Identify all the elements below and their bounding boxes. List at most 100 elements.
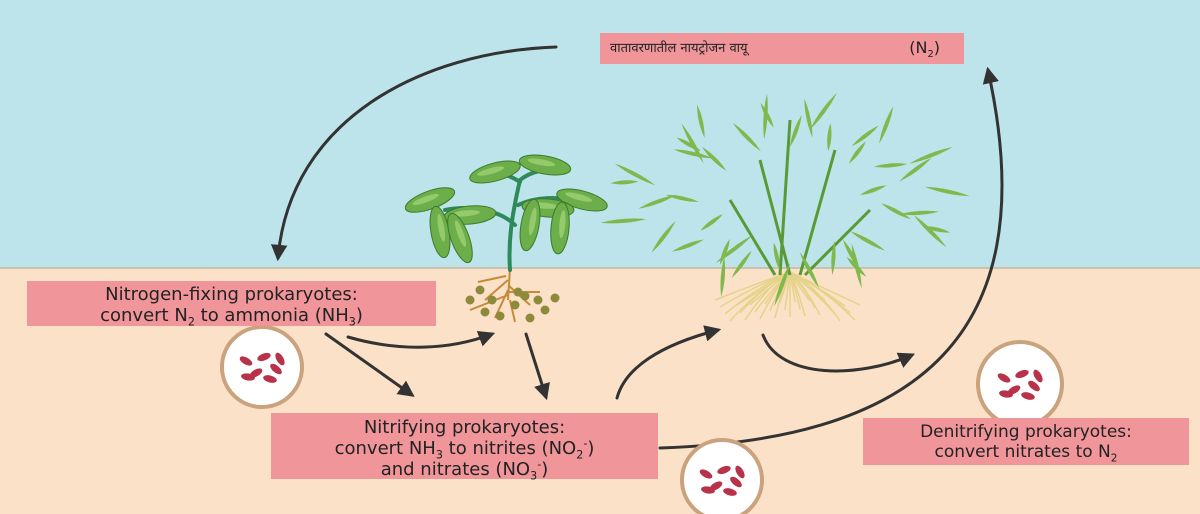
ground-line	[0, 267, 1200, 269]
grass-leaf	[790, 115, 802, 147]
bacterium	[735, 465, 745, 479]
grass-leaf-shape	[809, 92, 837, 130]
leaf-highlight	[477, 166, 505, 176]
nitrifying-line2-sub2: 2	[576, 448, 584, 462]
grass-leaf-shape	[922, 226, 951, 233]
grass-leaf-shape	[790, 115, 802, 147]
fixing-line2-mid: to ammonia (NH	[194, 305, 349, 327]
bacterium-body	[257, 352, 271, 362]
leaf-highlight	[565, 192, 593, 202]
bacterium-body	[997, 373, 1011, 383]
grass-stem	[728, 199, 777, 276]
dish-ring	[976, 340, 1064, 428]
grass-leaf-shape	[873, 163, 908, 168]
fixing-label-line1: Nitrogen-fixing prokaryotes:	[105, 284, 358, 305]
bacterium-body	[1015, 369, 1029, 379]
bacterium-body	[999, 390, 1013, 398]
nitrifying-line3-sub: 3	[530, 470, 538, 484]
dish-ring	[680, 438, 764, 514]
leaf	[556, 188, 608, 212]
grass-leaf-shape	[700, 214, 723, 231]
grass-leaf	[672, 239, 704, 252]
grass-leaf-shape	[899, 210, 940, 216]
grass-leaf-shape	[681, 123, 704, 164]
bacterium	[1033, 369, 1043, 383]
grass-leaf	[809, 92, 837, 130]
nitrifying-line2-prefix: convert NH	[334, 438, 436, 460]
grass-leaf-shape	[715, 235, 753, 264]
grass-stem	[798, 149, 837, 276]
grass-leaf	[665, 194, 699, 202]
grass-leaf	[851, 125, 879, 147]
grass-leaf-shape	[913, 214, 947, 248]
leaf	[550, 201, 570, 255]
atmosphere-label: वातावरणातील नायट्रोजन वायू (N2)	[600, 33, 964, 64]
denitrifying-line2-sub: 2	[1110, 452, 1118, 465]
grass-leaf	[850, 231, 886, 251]
grass-leaf	[638, 195, 676, 209]
nodule	[480, 307, 490, 317]
bacterium-body	[239, 356, 253, 366]
nodule	[495, 311, 505, 321]
denitrifying-label-line2: convert nitrates to N2	[863, 442, 1189, 465]
bacterium	[270, 363, 282, 375]
atmosphere-label-text: वातावरणातील नायट्रोजन वायू	[610, 40, 748, 56]
grass-stem	[803, 208, 872, 277]
grass-leaf-shape	[774, 263, 790, 307]
atmosphere-label-formula: (N2)	[909, 38, 940, 60]
nitrifying-line2-sup2: -	[583, 437, 588, 451]
bacteria-dish-icon	[680, 438, 764, 514]
bacterium-body	[270, 363, 282, 375]
bacterium-body	[699, 469, 713, 479]
nitrifying-line2-sub1: 3	[435, 448, 443, 462]
grass-leaf	[681, 123, 704, 164]
nodule	[540, 305, 550, 315]
bacterium	[257, 352, 271, 362]
grass-leaf	[700, 214, 723, 231]
grass-leaf-shape	[600, 218, 647, 224]
bacterium-body	[717, 465, 731, 475]
bacterium-body	[1021, 392, 1035, 400]
grass-leaf	[732, 122, 761, 152]
nodule	[550, 293, 560, 303]
grass-leaf-shape	[702, 147, 727, 171]
nitrifying-line3-sup: -	[537, 458, 542, 472]
nitrifying-label-line1: Nitrifying prokaryotes:	[363, 417, 566, 438]
nodule	[465, 295, 475, 305]
grass-leaf-shape	[773, 242, 780, 270]
grass-stem	[758, 159, 792, 276]
bacterium	[1028, 380, 1040, 392]
grass-leaf-shape	[899, 157, 932, 182]
grass-leaf	[913, 214, 947, 248]
grass-leaf-shape	[760, 103, 774, 128]
leaf-highlight	[528, 207, 537, 236]
nodule	[475, 285, 485, 295]
bacterium	[999, 390, 1013, 398]
grass-leaf	[600, 218, 647, 224]
grass-leaf-shape	[673, 149, 713, 159]
nodule	[510, 300, 520, 310]
bacterium	[239, 356, 253, 366]
grass-leaf	[651, 220, 676, 253]
grass-leaf-shape	[610, 180, 639, 185]
grass-leaf-shape	[719, 238, 730, 265]
grass-leaf-shape	[848, 141, 866, 164]
bacterium-body	[275, 352, 285, 366]
leaf-highlight	[454, 220, 467, 247]
bacterium-body	[1033, 369, 1043, 383]
grass-leaf-shape	[651, 220, 676, 253]
bacterium	[275, 352, 285, 366]
grass-leaf-shape	[851, 125, 879, 147]
nodule	[533, 295, 543, 305]
grass-leaf	[846, 256, 867, 277]
nodule	[513, 287, 523, 297]
arrow-grass-to-denitrifying-icon	[761, 333, 916, 373]
legume-leaves	[404, 154, 608, 264]
dish-ring	[220, 325, 304, 409]
bacterium	[723, 488, 737, 496]
bacterium-body	[701, 486, 715, 494]
bacterium-body	[735, 465, 745, 479]
grass-leaf-shape	[909, 147, 953, 164]
